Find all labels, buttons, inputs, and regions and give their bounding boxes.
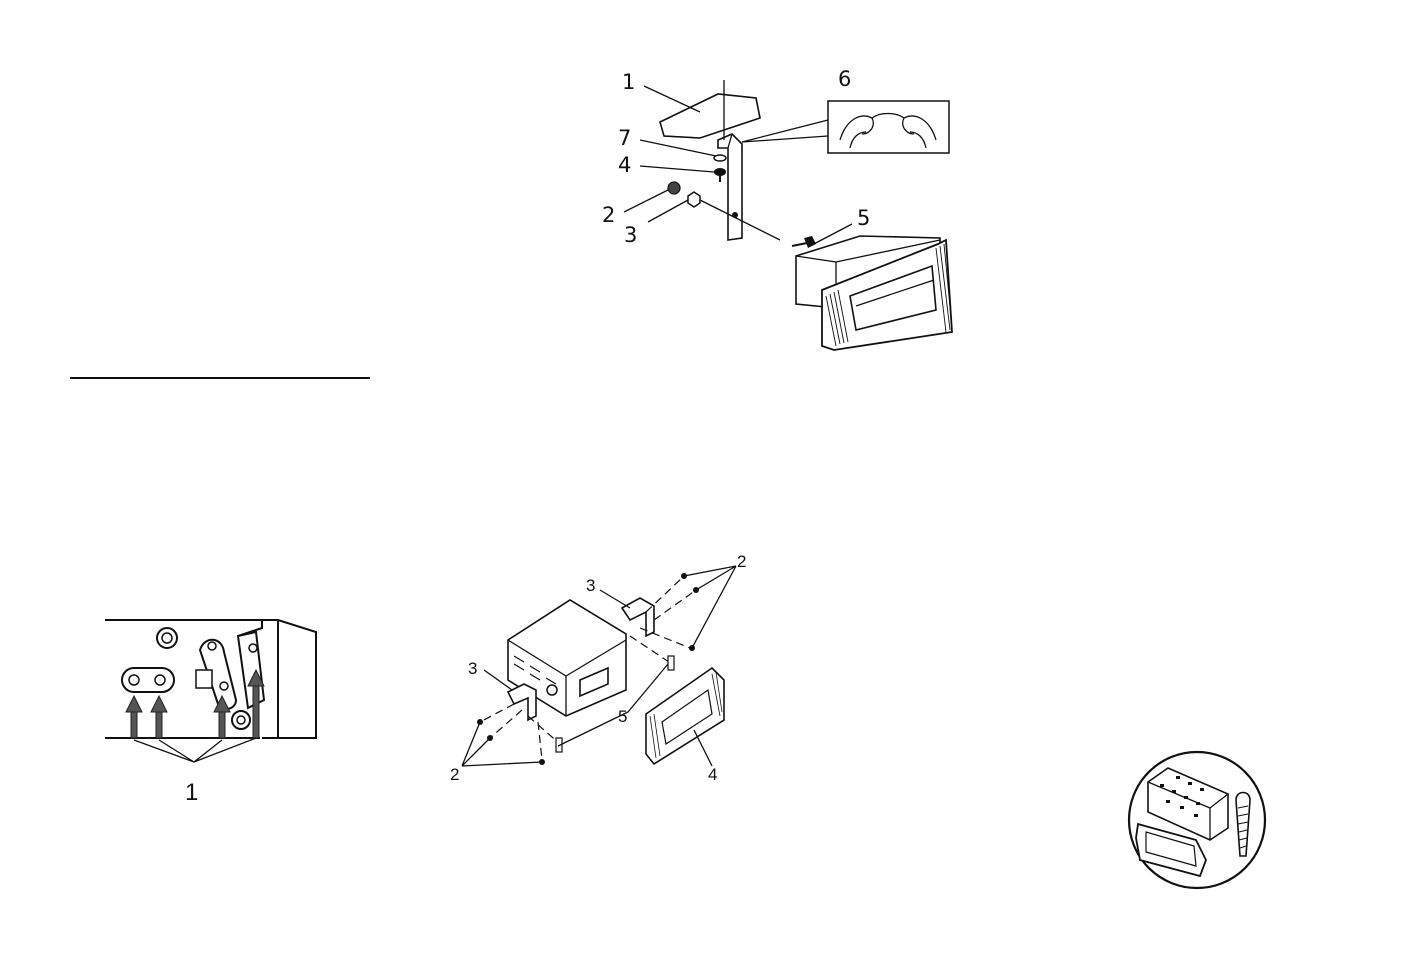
figure-middle-side-brackets: 3 2 3 5 2 4 [450,552,746,784]
radio-unit [796,236,952,350]
label-top-6: 6 [838,67,851,91]
label-top-4: 4 [618,153,631,177]
label-mid-4: 4 [708,765,717,784]
label-mid-5: 5 [618,707,627,726]
label-top-5: 5 [857,206,870,230]
label-mid-2-upper: 2 [737,552,746,571]
figure-top-bracket-assembly: 1 6 7 4 2 3 5 [602,67,952,350]
part-long-screw [700,200,816,248]
figure-circle-sleeve-detail [1129,752,1265,888]
part-lock-washer [668,182,680,194]
figure-left-side-holes: 1 [105,620,316,806]
label-top-3: 3 [624,223,637,247]
part-strap [718,134,742,240]
part-screw-small [714,168,726,182]
label-top-7: 7 [618,126,631,150]
label-mid-2-lower: 2 [450,765,459,784]
label-mid-3-lower: 3 [468,659,477,678]
part-nut [688,192,700,207]
side-bracket-upper [622,598,654,636]
label-top-2: 2 [602,203,615,227]
label-left-1: 1 [185,779,198,806]
label-top-1: 1 [622,70,635,94]
label-mid-3-upper: 3 [586,576,595,595]
